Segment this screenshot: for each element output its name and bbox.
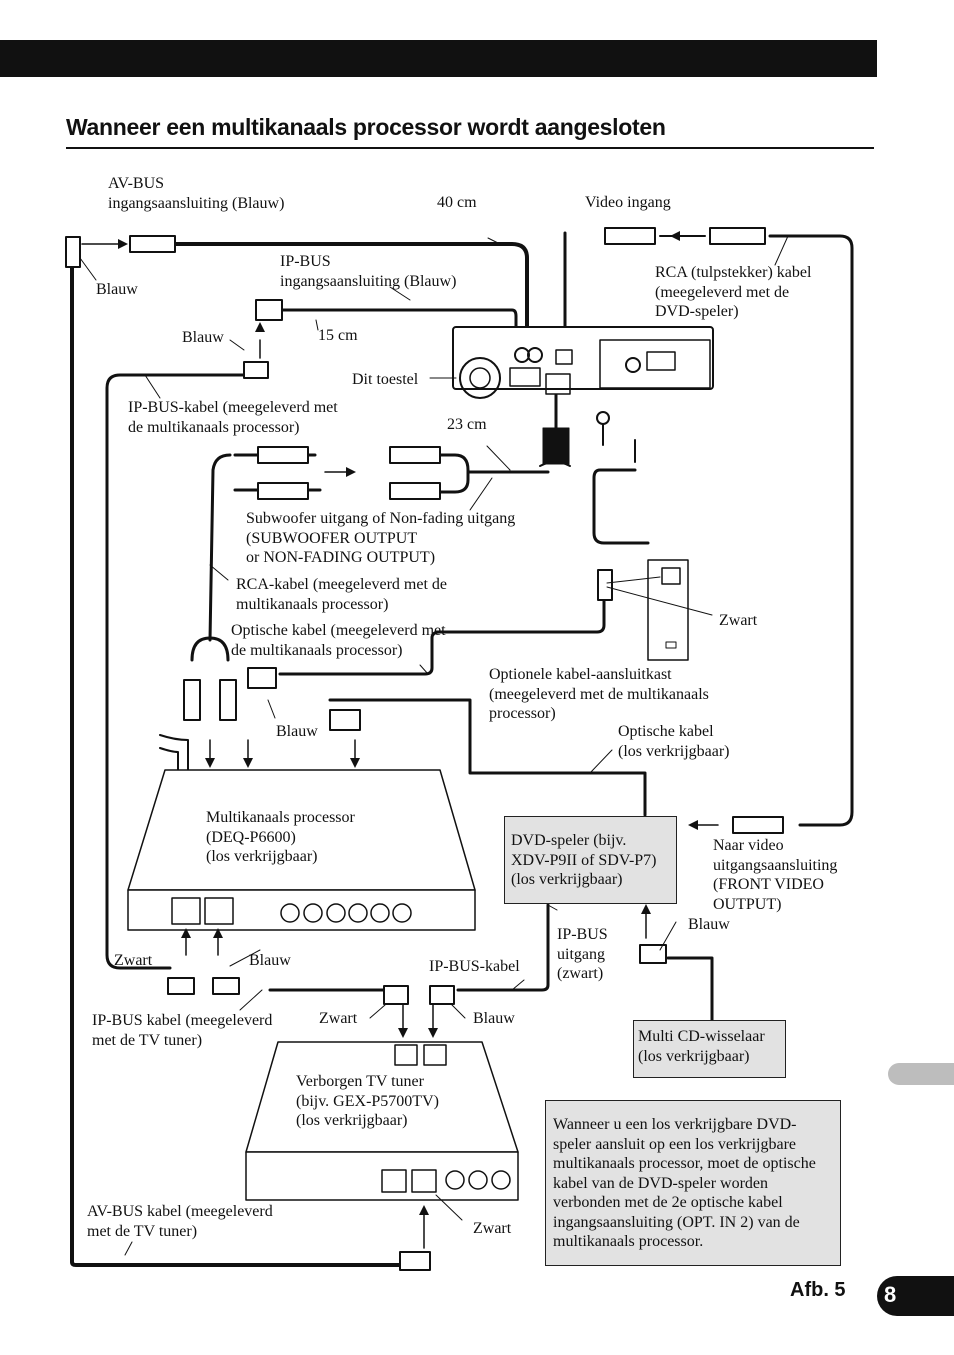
junction-box (647, 559, 689, 661)
processor-label: Multikanaals processor(DEQ-P6600)(los ve… (200, 804, 410, 874)
blauw-label-3: Blauw (276, 723, 318, 740)
optical-cable-dvd (328, 698, 647, 817)
dvd-player-box: DVD-speler (bijv.XDV-P9II of SDV-P7)(los… (504, 816, 677, 904)
optical-cable-separate-label: Optische kabel(los verkrijgbaar) (618, 723, 730, 760)
length-15cm-label: 15 cm (318, 327, 358, 344)
note-box: Wanneer u een los verkrijgbare DVD-spele… (545, 1100, 841, 1266)
rca-cable-label: RCA (tulpstekker) kabel(meegeleverd met … (655, 264, 812, 320)
multi-cd-changer-box: Multi CD-wisselaar(los verkrijgbaar) (633, 1020, 786, 1078)
blauw-label-6: Blauw (473, 1010, 515, 1027)
ip-bus-15cm-cable (281, 308, 518, 352)
blauw-label-1: Blauw (96, 281, 138, 298)
blauw-label-4: Blauw (688, 916, 730, 933)
figure-label: Afb. 5 (790, 1279, 846, 1301)
head-unit-label: Dit toestel (352, 371, 419, 388)
length-23cm-label: 23 cm (447, 416, 487, 433)
zwart-label-4: Zwart (473, 1220, 512, 1237)
top-black-bar (0, 40, 877, 77)
av-bus-cable (70, 263, 417, 1267)
junction-box-label: Optionele kabel-aansluitkast(meegeleverd… (489, 666, 709, 722)
zwart-label-3: Zwart (319, 1010, 358, 1027)
subwoofer-output-label: Subwoofer uitgang of Non-fading uitgang(… (246, 510, 516, 566)
length-40cm-label: 40 cm (437, 194, 477, 211)
ip-bus-processor-cable (105, 373, 247, 970)
zwart-label-1: Zwart (719, 612, 758, 629)
fan-icon (459, 357, 501, 399)
ip-bus-cable-label: IP-BUS-kabel (429, 958, 520, 975)
page-title: Wanneer een multikanaals processor wordt… (66, 114, 666, 140)
optical-cable-processor (278, 598, 606, 676)
av-bus-40cm-cable (173, 242, 529, 352)
blauw-label-5: Blauw (249, 952, 291, 969)
video-input-label: Video ingang (585, 194, 671, 211)
side-tab (888, 1063, 954, 1085)
blauw-label-2: Blauw (182, 329, 224, 346)
heading-rule (66, 147, 874, 149)
page-number-tab (877, 1276, 954, 1316)
zwart-label-2: Zwart (114, 952, 153, 969)
page-number: 8 (884, 1282, 897, 1307)
tv-tuner-label: Verborgen TV tuner(bijv. GEX-P5700TV)(lo… (290, 1068, 470, 1136)
video-rca-cable (768, 234, 854, 827)
